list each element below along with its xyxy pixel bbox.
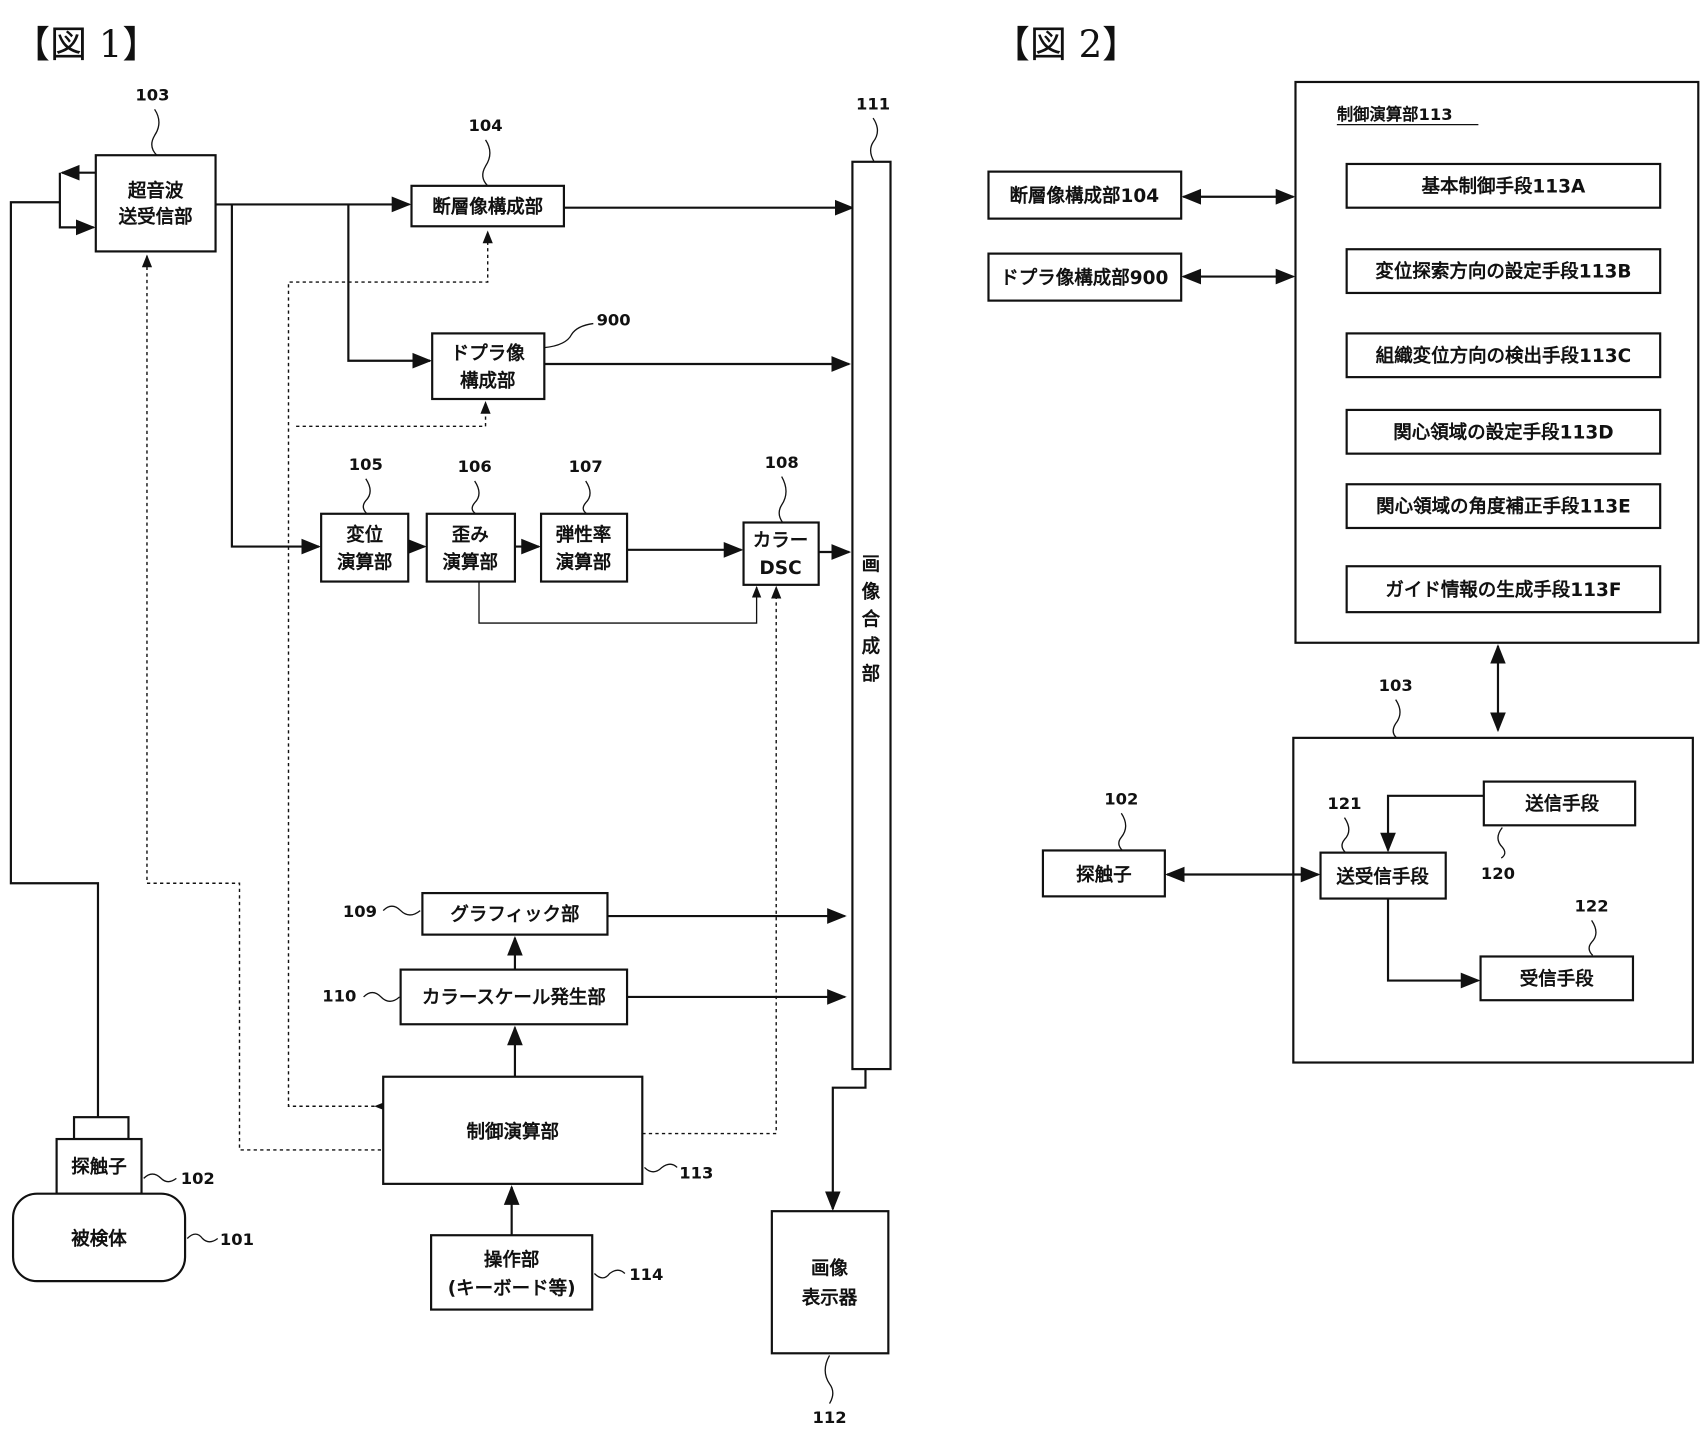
leader-104 [483,140,490,186]
ctrl-to-103 [147,256,381,1150]
leader-114 [594,1270,624,1278]
ref-102-fig2: 102 [1104,790,1138,809]
ctrl-to-900 [296,402,485,426]
ref-111: 111 [856,94,890,113]
leader-112 [825,1355,833,1403]
txrx-means-label: 送受信手段 [1336,866,1429,888]
leader-102 [144,1174,177,1182]
ref-102: 102 [181,1169,215,1188]
probe-head [74,1117,128,1139]
color-scale-label: カラースケール発生部 [422,986,606,1008]
means-113b-label: 変位探索方向の設定手段113B [1375,261,1631,283]
figure-1-heading: 【図 1】 [13,23,159,66]
ref-101: 101 [220,1230,254,1249]
display-label: 画像 [811,1258,848,1280]
tomogram-label: 断層像構成部 [432,196,543,218]
means-113f-label: ガイド情報の生成手段113F [1385,579,1621,601]
ref-900: 900 [597,311,631,330]
image-display-box [772,1211,888,1353]
operation-label-2: (キーボード等) [448,1277,576,1299]
figure-2: 【図 2】 制御演算部113 基本制御手段113A 変位探索方向の設定手段113… [988,23,1698,1063]
figure-2-heading: 【図 2】 [993,23,1139,66]
probe-label-2: 探触子 [1076,864,1131,886]
displacement-label: 変位 [346,524,383,546]
leader-900 [544,324,593,348]
probe-cable [11,202,98,1117]
ultrasound-txrx-label-2: 送受信部 [119,206,193,228]
strain-label: 歪み [452,525,489,546]
ref-104: 104 [468,116,502,135]
tx-means-label: 送信手段 [1525,793,1599,815]
ref-103-fig2: 103 [1379,676,1413,695]
probe-label: 探触子 [71,1156,126,1178]
ref-120: 120 [1481,864,1515,883]
leader-107 [583,481,590,514]
rx-arrow [60,173,94,228]
ref-110: 110 [322,986,356,1005]
ref-103: 103 [135,86,169,105]
control-label: 制御演算部 [467,1121,559,1143]
ref-121: 121 [1327,794,1361,813]
doppler-label-2: 構成部 [460,370,515,392]
leader-106 [472,481,479,514]
leader-111 [871,118,878,162]
ultrasound-txrx-box [96,155,216,251]
compositor-label-5: 部 [862,663,881,685]
rx-means-label: 受信手段 [1520,968,1594,990]
ctrl-to-108 [642,587,776,1134]
means-113e-label: 関心領域の角度補正手段113E [1376,496,1631,518]
leader-109 [383,906,420,915]
ref-106: 106 [458,457,492,476]
means-113c-label: 組織変位方向の検出手段113C [1376,345,1632,367]
ref-113: 113 [679,1163,713,1182]
link-103-105 [232,204,319,546]
ref-122: 122 [1575,897,1609,916]
tomogram-label-2: 断層像構成部104 [1010,185,1160,207]
link-106-108 [479,582,757,624]
ref-112: 112 [813,1408,847,1427]
elasticity-label: 弾性率 [556,524,611,546]
graphic-label: グラフィック部 [450,903,579,925]
color-dsc-label-2: DSC [759,558,801,579]
doppler-label-2: ドプラ像構成部900 [1000,267,1168,289]
link-111-112 [833,1069,866,1209]
leader-103-fig2 [1393,700,1400,738]
color-dsc-label: カラー [753,531,808,552]
ref-105: 105 [349,455,383,474]
ref-109: 109 [343,902,377,921]
strain-label-2: 演算部 [443,551,498,573]
control-unit-title: 制御演算部113 [1337,105,1453,124]
leader-110 [364,993,400,1002]
elasticity-label-2: 演算部 [556,551,611,573]
ref-114: 114 [629,1265,663,1284]
leader-108 [779,477,786,523]
compositor-label-2: 像 [862,581,881,603]
compositor-label: 画 [862,555,881,576]
leader-103 [152,109,159,155]
means-113a-label: 基本制御手段113A [1420,175,1586,197]
displacement-label-2: 演算部 [337,551,392,573]
compositor-label-3: 合 [862,608,881,630]
leader-101 [187,1234,217,1242]
means-113d-label: 関心領域の設定手段113D [1393,421,1613,443]
compositor-label-4: 成 [862,636,881,658]
display-label-2: 表示器 [801,1287,858,1309]
ref-107: 107 [569,457,603,476]
leader-105 [363,479,370,514]
ultrasound-txrx-label: 超音波 [128,180,184,202]
operation-label: 操作部 [484,1249,539,1271]
doppler-label: ドプラ像 [451,343,525,365]
figure-1: 【図 1】 超音波 送受信部 103 断層像構成部 104 ドプラ像 構成部 9… [11,23,891,1427]
leader-102-fig2 [1119,813,1126,850]
leader-113 [644,1164,677,1172]
ref-108: 108 [765,453,799,472]
subject-label: 被検体 [71,1228,127,1250]
